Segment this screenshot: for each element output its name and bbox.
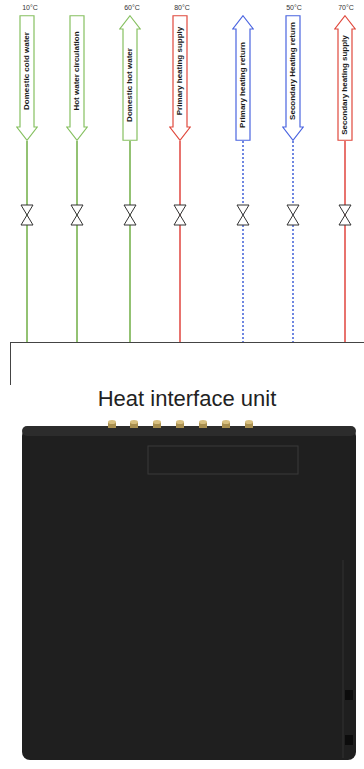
pipe-line [26,141,28,342]
unit-housing: Heat interface unit [10,342,364,769]
fitting [130,420,138,424]
arrow-shape [335,16,356,141]
flow-label: Secondary heating supply [341,35,349,135]
arrow-shape [233,16,254,141]
pipe-line [129,141,131,342]
flow-arrow: Domestic cold water [16,15,38,141]
arrow-shape [283,16,304,141]
unit-panel [148,446,298,474]
pipe-line [179,141,181,342]
pipe-line [292,141,294,342]
flow-arrow: Primary heating return [232,15,254,141]
valve-symbols [21,205,351,225]
flow-arrow: Secondary Heating return [282,15,304,141]
flow-label: Hot water circulation [73,31,81,110]
temperature-label: 50°C [286,4,302,11]
temperature-label: 80°C [174,4,190,11]
unit-slot [345,690,353,700]
unit-title: Heat interface unit [10,387,364,411]
flow-arrow: Primary heating supply [169,15,191,141]
fitting [176,420,184,424]
valve-symbol [237,205,249,225]
fitting [108,420,116,424]
housing-edge [10,342,11,385]
pipe-line [242,141,244,342]
fitting [222,420,230,424]
pipe-fittings [108,420,253,428]
pipe-line [344,141,346,342]
temperature-label: 10°C [22,4,38,11]
flow-label: Primary heating supply [176,27,184,115]
valve-symbol [174,205,186,225]
unit-top-face [22,426,356,436]
flow-arrow: Domestic hot water [119,15,141,141]
arrow-shape [67,16,88,141]
unit-side-edge [343,560,344,758]
unit-body [22,428,356,760]
temperature-label: 60°C [124,4,140,11]
unit-slot [345,735,353,745]
arrow-shape [170,16,191,141]
valve-symbol [21,205,33,225]
valve-symbol [339,205,351,225]
fitting [199,420,207,424]
unit-illustration [22,420,356,760]
arrow-shape [120,16,141,141]
valve-symbol [287,205,299,225]
flow-label: Secondary Heating return [289,22,297,120]
flow-label: Domestic cold water [23,32,31,110]
fitting [153,420,161,424]
flow-arrow: Secondary heating supply [334,15,356,141]
temperature-label: 70°C [338,4,354,11]
flow-arrow: Hot water circulation [66,15,88,141]
valve-symbol [71,205,83,225]
arrow-shape [17,16,38,141]
fitting [245,420,253,424]
valve-symbol [124,205,136,225]
flow-label: Domestic hot water [126,48,134,122]
pipe-line [76,141,78,342]
flow-label: Primary heating return [239,42,247,128]
